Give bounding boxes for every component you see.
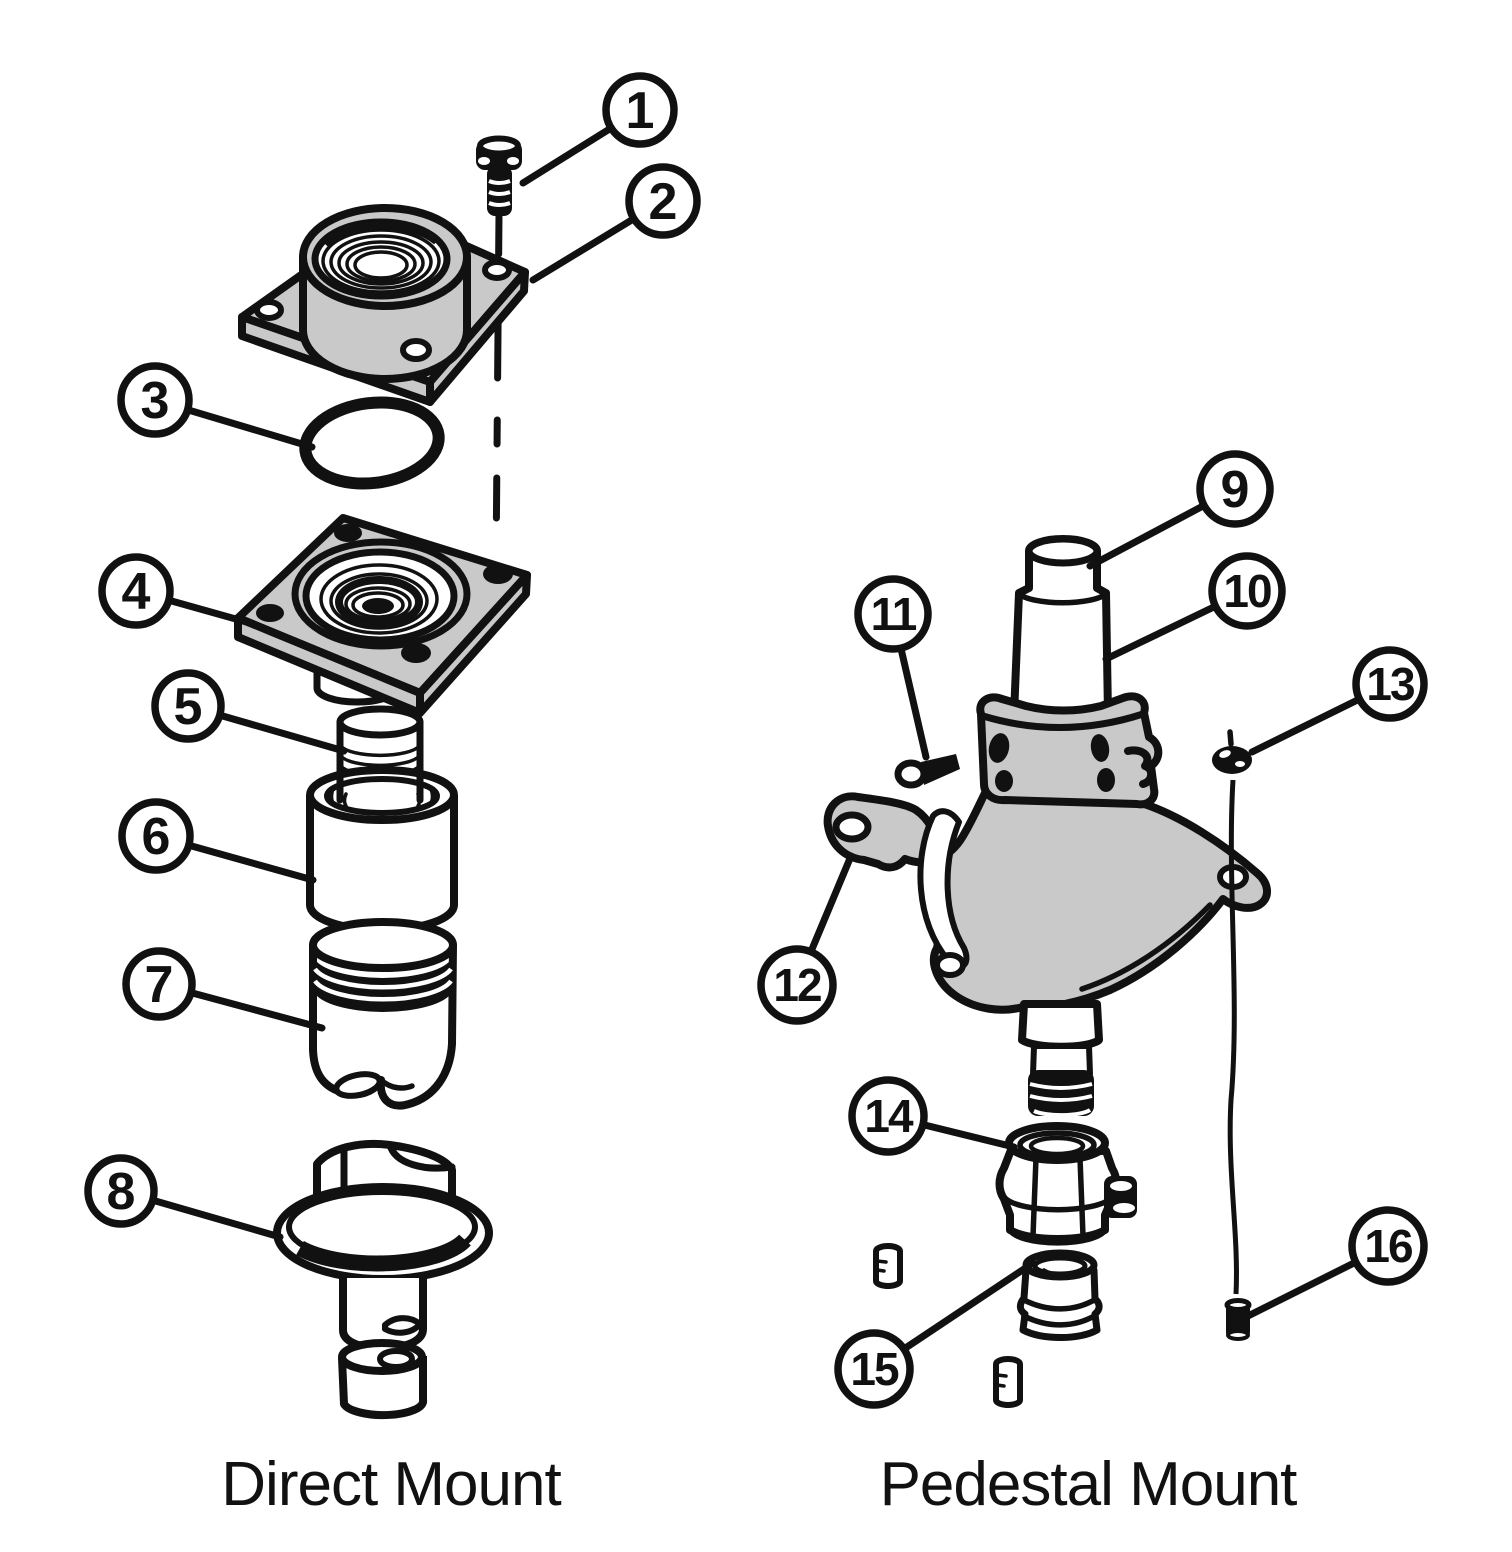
callout-balloon: [854, 575, 932, 653]
callout-8: 8: [84, 1154, 284, 1241]
callout-number: 10: [1223, 565, 1271, 617]
alignment-line: [1227, 779, 1239, 1295]
callout-number: 4: [122, 563, 151, 621]
callout-11: 11: [854, 575, 932, 761]
flange-bolt-hole: [256, 604, 284, 622]
dowel-pin: [873, 1243, 903, 1289]
flange-bolt-hole: [483, 564, 513, 584]
callout-balloon: [757, 945, 837, 1025]
hex-nut: [1212, 729, 1252, 774]
cylinder-sleeve: [306, 764, 458, 934]
callout-balloon: [118, 798, 194, 874]
callout-balloon: [122, 947, 196, 1021]
callout-number: 5: [174, 678, 203, 736]
callout-2: 2: [529, 163, 701, 284]
callout-balloon: [1348, 1206, 1428, 1286]
callout-balloon: [834, 1329, 914, 1409]
callout-number: 3: [141, 372, 170, 430]
set-screw: [894, 754, 960, 789]
callout-number: 13: [1366, 658, 1414, 710]
flange-bolt-hole: [400, 338, 432, 362]
lower-coupling: [1016, 1249, 1103, 1341]
callout-number: 8: [107, 1163, 136, 1221]
callout-number: 1: [626, 82, 655, 140]
callout-number: 14: [864, 1090, 914, 1142]
support-bracket: [823, 789, 1271, 1014]
callout-balloon: [1208, 552, 1286, 630]
callout-number: 12: [773, 959, 821, 1011]
callout-6: 6: [118, 798, 317, 884]
callout-number: 9: [1221, 461, 1250, 519]
callout-12: 12: [757, 852, 855, 1025]
union-nut: [995, 1122, 1137, 1246]
direct-mount-assembly: [234, 135, 531, 1420]
callout-10: 10: [1102, 552, 1286, 663]
callout-number: 11: [871, 588, 917, 640]
callout-number: 15: [850, 1343, 899, 1395]
pedestal-mount-assembly: [823, 535, 1271, 1408]
pedestal-shaft: [1010, 535, 1112, 719]
clamp-collar: [976, 692, 1163, 809]
roll-pin: [1224, 1298, 1252, 1341]
bearing-flange: [234, 514, 531, 717]
callout-16: 16: [1244, 1206, 1428, 1320]
pedestal-mount-label: Pedestal Mount: [880, 1450, 1298, 1519]
callout-balloon: [151, 669, 225, 743]
callout-balloon: [1352, 646, 1428, 722]
callout-number: 7: [145, 956, 174, 1014]
flange-bolt-hole: [401, 643, 431, 663]
o-ring: [299, 396, 445, 490]
callout-15: 15: [834, 1259, 1037, 1409]
callout-number: 16: [1364, 1220, 1412, 1272]
dowel-pin: [993, 1356, 1023, 1408]
callout-9: 9: [1086, 450, 1274, 570]
callout-4: 4: [98, 553, 254, 629]
callout-balloon: [1196, 450, 1274, 528]
callout-5: 5: [151, 669, 348, 755]
callout-13: 13: [1248, 646, 1428, 756]
callout-1: 1: [519, 72, 678, 187]
callout-balloon: [98, 553, 174, 629]
flanged-base: [273, 1139, 493, 1420]
callout-number: 6: [142, 808, 171, 866]
threaded-coupling: [309, 918, 457, 1110]
hex-bolt: [476, 135, 522, 216]
callout-7: 7: [122, 947, 326, 1032]
callout-balloon: [84, 1154, 158, 1228]
callout-balloon: [117, 362, 193, 438]
top-mounting-flange: [238, 204, 529, 406]
shaft-lower-end: [1018, 1000, 1103, 1118]
flange-bolt-hole: [254, 299, 284, 321]
callout-3: 3: [117, 362, 316, 451]
callout-number: 2: [649, 173, 678, 231]
direct-mount-label: Direct Mount: [221, 1450, 561, 1519]
bracket-ear-hole: [832, 811, 872, 843]
flange-bolt-hole: [334, 524, 362, 542]
callout-14: 14: [848, 1076, 1018, 1156]
callout-balloon: [848, 1076, 928, 1156]
callout-balloon: [602, 72, 678, 148]
bracket-ear-hole: [934, 952, 966, 978]
callout-balloon: [625, 163, 701, 239]
flange-bolt-hole: [482, 259, 512, 281]
center-line-dashed: [492, 210, 503, 572]
